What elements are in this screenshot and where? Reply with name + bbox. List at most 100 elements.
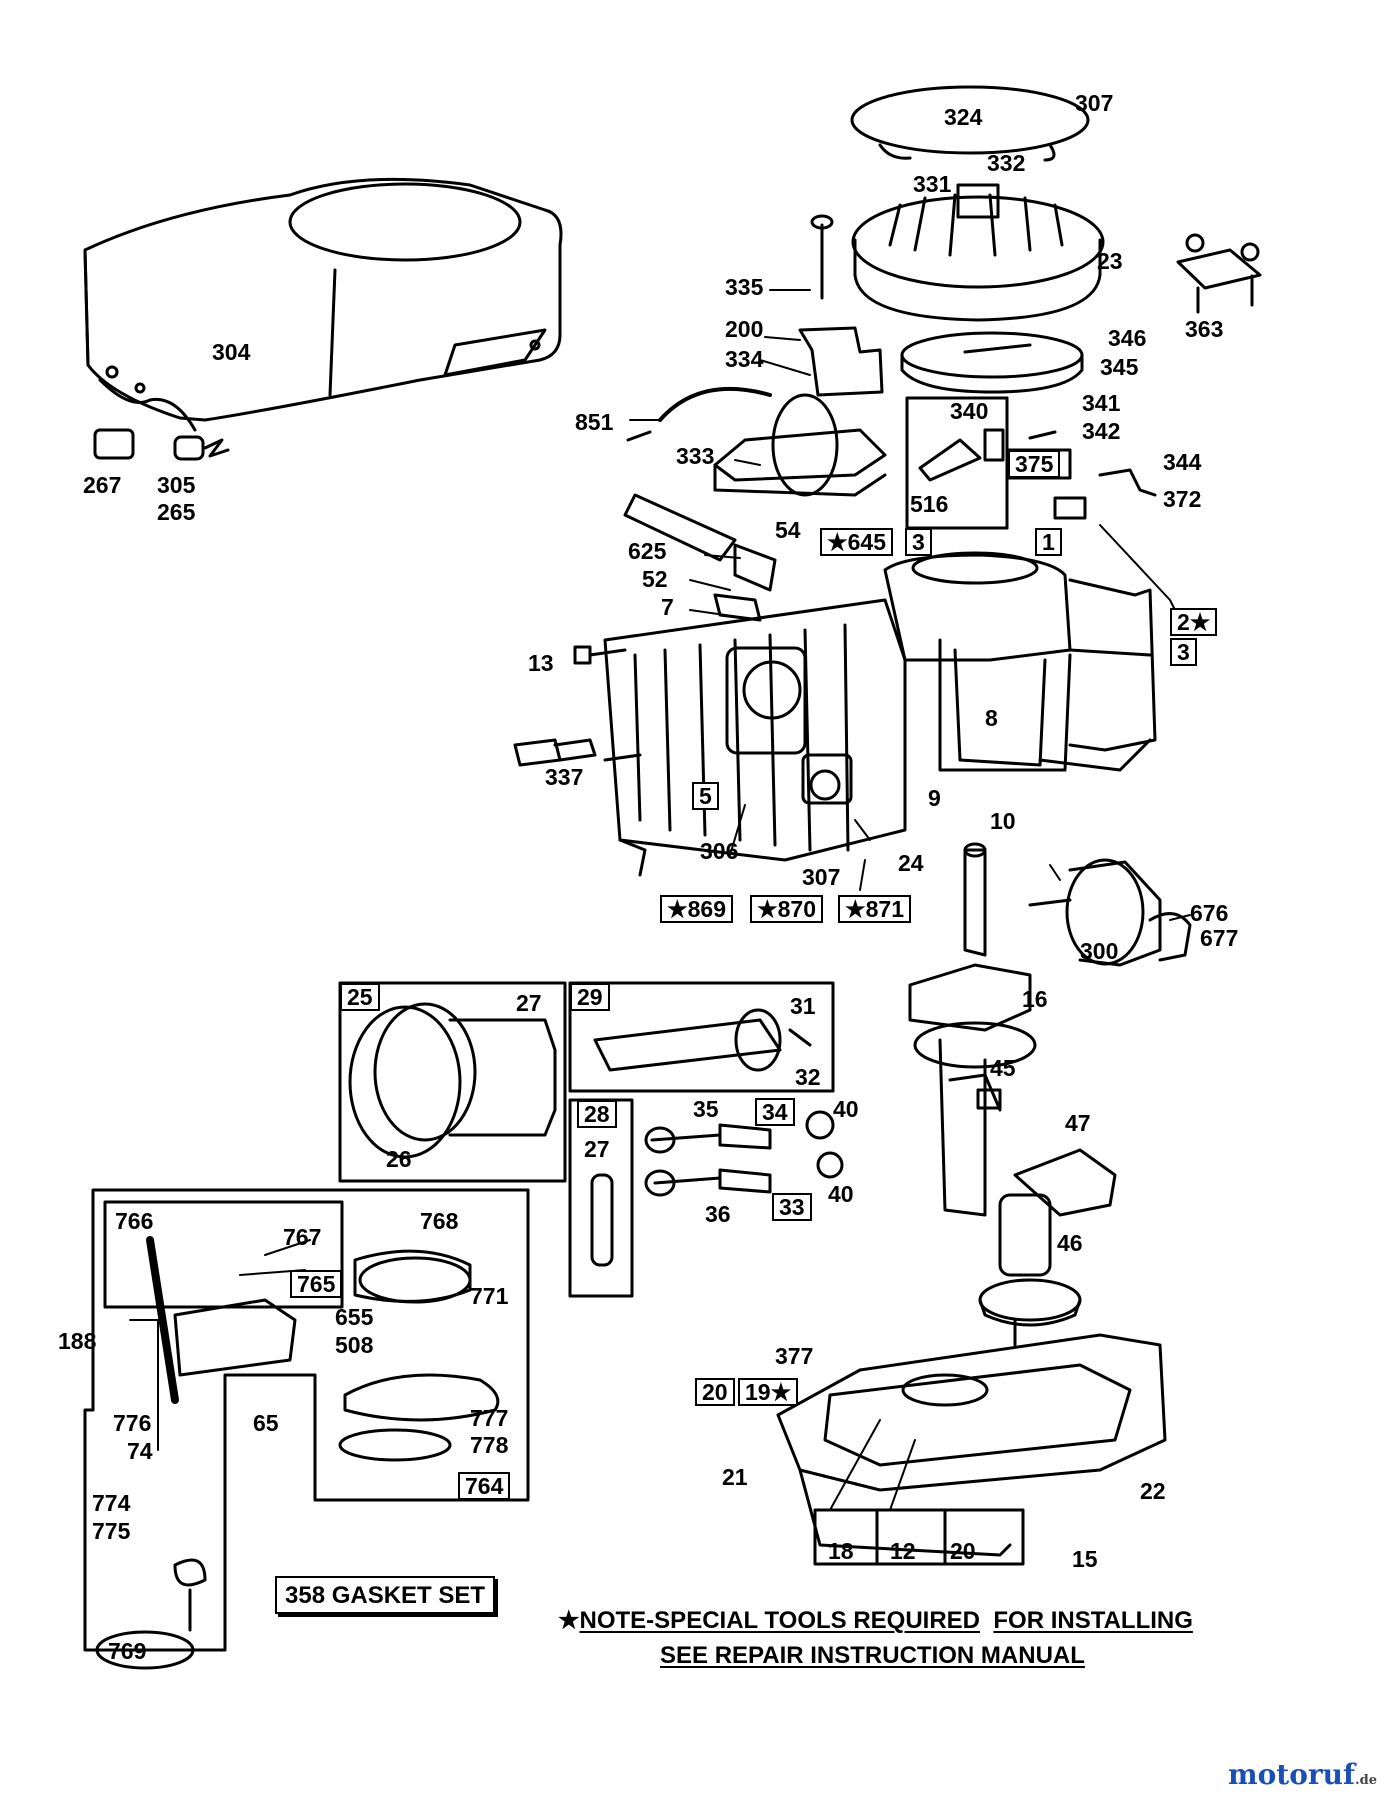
part-label: 31 bbox=[790, 993, 816, 1019]
part-label-boxed: 375 bbox=[1008, 450, 1061, 478]
part-label: 7 bbox=[661, 594, 674, 620]
special-tools-note: ★NOTE-SPECIAL TOOLS REQUIRED FOR INSTALL… bbox=[558, 1606, 1193, 1635]
part-label-boxed: 765 bbox=[290, 1270, 343, 1298]
part-label: 776 bbox=[113, 1410, 152, 1436]
part-label-boxed: 2★ bbox=[1170, 608, 1218, 636]
part-label-boxed: 28 bbox=[577, 1100, 617, 1128]
part-label: 645 bbox=[847, 529, 886, 555]
oil-sump-drawing bbox=[776, 1333, 1167, 1566]
part-label: 508 bbox=[335, 1332, 374, 1358]
part-label: 340 bbox=[950, 398, 989, 424]
part-label: 52 bbox=[642, 566, 668, 592]
part-label-boxed: 33 bbox=[772, 1193, 812, 1221]
part-label: 45 bbox=[990, 1055, 1016, 1081]
part-label: 677 bbox=[1200, 925, 1239, 951]
part-label: 676 bbox=[1190, 900, 1229, 926]
note-line2: SEE REPAIR INSTRUCTION MANUAL bbox=[660, 1642, 1085, 1669]
part-label-boxed: 29 bbox=[570, 983, 610, 1011]
note-line1-a: NOTE-SPECIAL TOOLS REQUIRED bbox=[579, 1607, 981, 1634]
part-label: 625 bbox=[628, 538, 667, 564]
part-label: 40 bbox=[833, 1096, 859, 1122]
rotating-screen-drawing bbox=[850, 85, 1090, 162]
part-label: 27 bbox=[516, 990, 542, 1016]
part-label-boxed: 3 bbox=[905, 528, 932, 556]
part-label: 777 bbox=[470, 1405, 509, 1431]
breaker-points-group bbox=[905, 396, 1157, 530]
part-label: 516 bbox=[910, 491, 949, 517]
part-label: 372 bbox=[1163, 486, 1202, 512]
part-label: 304 bbox=[212, 339, 251, 365]
part-label: 24 bbox=[898, 850, 924, 876]
part-label: 15 bbox=[1072, 1546, 1098, 1572]
part-label: 35 bbox=[693, 1096, 719, 1122]
part-label-boxed: 25 bbox=[340, 983, 380, 1011]
part-label: 13 bbox=[528, 650, 554, 676]
part-label: 307 bbox=[802, 864, 841, 890]
part-label: 54 bbox=[775, 517, 801, 543]
part-label: 19 bbox=[745, 1379, 771, 1405]
part-label: 766 bbox=[115, 1208, 154, 1234]
part-label: 46 bbox=[1057, 1230, 1083, 1256]
part-label-boxed: ★870 bbox=[750, 895, 823, 923]
piston-and-rings-drawing bbox=[338, 981, 567, 1183]
part-label: 778 bbox=[470, 1432, 509, 1458]
part-label-boxed: ★871 bbox=[838, 895, 911, 923]
spark-plug-and-bolt-drawing bbox=[513, 645, 642, 767]
part-label: 21 bbox=[722, 1464, 748, 1490]
part-label: 324 bbox=[944, 104, 983, 130]
part-label-boxed: 1 bbox=[1035, 528, 1062, 556]
part-label: 305 bbox=[157, 472, 196, 498]
flywheel-drawing bbox=[851, 183, 1105, 322]
bracket-363-drawing bbox=[1176, 233, 1262, 314]
part-label: 341 bbox=[1082, 390, 1121, 416]
part-label: 331 bbox=[913, 171, 952, 197]
part-label: 851 bbox=[575, 409, 614, 435]
part-label: 342 bbox=[1082, 418, 1121, 444]
part-label: 775 bbox=[92, 1518, 131, 1544]
part-label: 265 bbox=[157, 499, 196, 525]
part-label: 2 bbox=[1177, 609, 1190, 635]
part-label-boxed: 3 bbox=[1170, 638, 1197, 666]
watermark-suffix: .de bbox=[1355, 1773, 1377, 1788]
part-label: 333 bbox=[676, 443, 715, 469]
watermark-logo: motoruf.de bbox=[1228, 1758, 1377, 1791]
part-label-boxed: 764 bbox=[458, 1472, 511, 1500]
part-label: 18 bbox=[828, 1538, 854, 1564]
part-label-boxed: 34 bbox=[755, 1098, 795, 1126]
part-label: 774 bbox=[92, 1490, 131, 1516]
part-label: 10 bbox=[990, 808, 1016, 834]
part-label: 40 bbox=[828, 1181, 854, 1207]
part-label: 23 bbox=[1097, 248, 1123, 274]
part-label: 22 bbox=[1140, 1478, 1166, 1504]
part-label: 65 bbox=[253, 1410, 279, 1436]
part-label: 344 bbox=[1163, 449, 1202, 475]
part-label-boxed: 20 bbox=[695, 1378, 735, 1406]
part-label: 307 bbox=[1075, 90, 1114, 116]
part-label: 8 bbox=[985, 705, 998, 731]
plate-345-drawing bbox=[900, 331, 1084, 394]
connecting-rod-drawing bbox=[568, 981, 835, 1093]
ignition-armature-drawing bbox=[626, 214, 887, 497]
cam-gear-drawing bbox=[978, 1148, 1117, 1347]
part-label: 871 bbox=[865, 896, 904, 922]
crankshaft-drawing bbox=[908, 842, 1037, 1217]
blower-housing-drawing bbox=[83, 177, 563, 461]
part-label: 337 bbox=[545, 764, 584, 790]
part-label-boxed: 19★ bbox=[738, 1378, 799, 1406]
part-label: 47 bbox=[1065, 1110, 1091, 1136]
part-label: 36 bbox=[705, 1201, 731, 1227]
note-star: ★ bbox=[558, 1607, 580, 1634]
part-label: 200 bbox=[725, 316, 764, 342]
part-label-boxed: ★645 bbox=[820, 528, 893, 556]
part-label: 363 bbox=[1185, 316, 1224, 342]
part-label: 655 bbox=[335, 1304, 374, 1330]
watermark-name: motoruf bbox=[1228, 1758, 1356, 1791]
part-label: 26 bbox=[386, 1146, 412, 1172]
part-label: 377 bbox=[775, 1343, 814, 1369]
part-label: 769 bbox=[108, 1638, 147, 1664]
part-label: 771 bbox=[470, 1283, 509, 1309]
gasket-set-label: 358 GASKET SET bbox=[275, 1576, 496, 1614]
part-label: 300 bbox=[1080, 938, 1119, 964]
part-label: 74 bbox=[127, 1438, 153, 1464]
